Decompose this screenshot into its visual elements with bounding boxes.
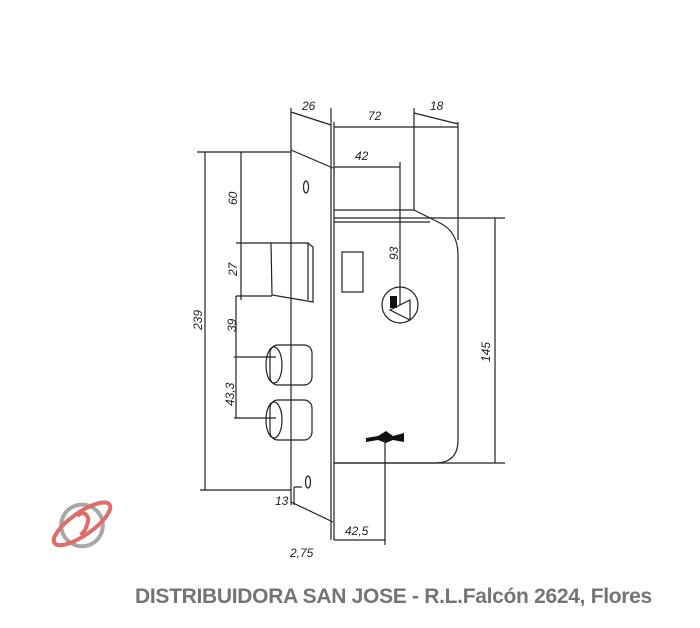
dim-27: 27	[226, 261, 240, 277]
dim-145: 145	[479, 342, 493, 362]
dim-13: 13	[275, 494, 289, 508]
lock-body	[334, 209, 459, 464]
dim-60: 60	[226, 191, 240, 205]
dim-18: 18	[430, 99, 444, 113]
screw-hole	[302, 180, 310, 194]
screw-hole	[304, 475, 312, 489]
dim-39: 39	[225, 318, 239, 332]
dimension-lines	[197, 108, 505, 545]
dim-2-75: 2,75	[289, 546, 314, 560]
dim-42: 42	[355, 149, 369, 163]
watermark-text: DISTRIBUIDORA SAN JOSE - R.L.Falcón 2624…	[135, 585, 652, 608]
dim-26: 26	[301, 99, 316, 113]
key-hole	[366, 431, 404, 443]
latch-bolt	[270, 242, 314, 303]
deadbolts	[265, 344, 313, 441]
dim-93: 93	[387, 246, 401, 260]
faceplate	[290, 108, 335, 540]
dim-43-3: 43,3	[223, 382, 237, 406]
dim-72: 72	[368, 109, 382, 123]
dim-42-5: 42,5	[345, 524, 369, 538]
dim-239: 239	[191, 310, 205, 331]
logo-icon	[51, 500, 113, 549]
